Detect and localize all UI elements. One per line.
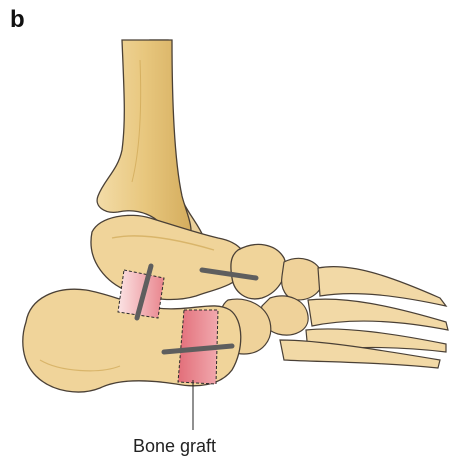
cuneiform-bone-1 (281, 257, 324, 301)
panel-label: b (10, 6, 25, 33)
talus-bone (90, 214, 248, 301)
metatarsal-2 (307, 298, 449, 331)
tibia-bone (96, 39, 192, 247)
metatarsal-1 (317, 266, 448, 307)
screw-icon (134, 263, 154, 321)
metatarsal-4 (279, 339, 441, 369)
bone-graft-callout-label: Bone graft (133, 436, 217, 456)
navicular-bone (230, 243, 287, 300)
screw-icon (199, 267, 259, 281)
screw-icon (161, 343, 235, 355)
